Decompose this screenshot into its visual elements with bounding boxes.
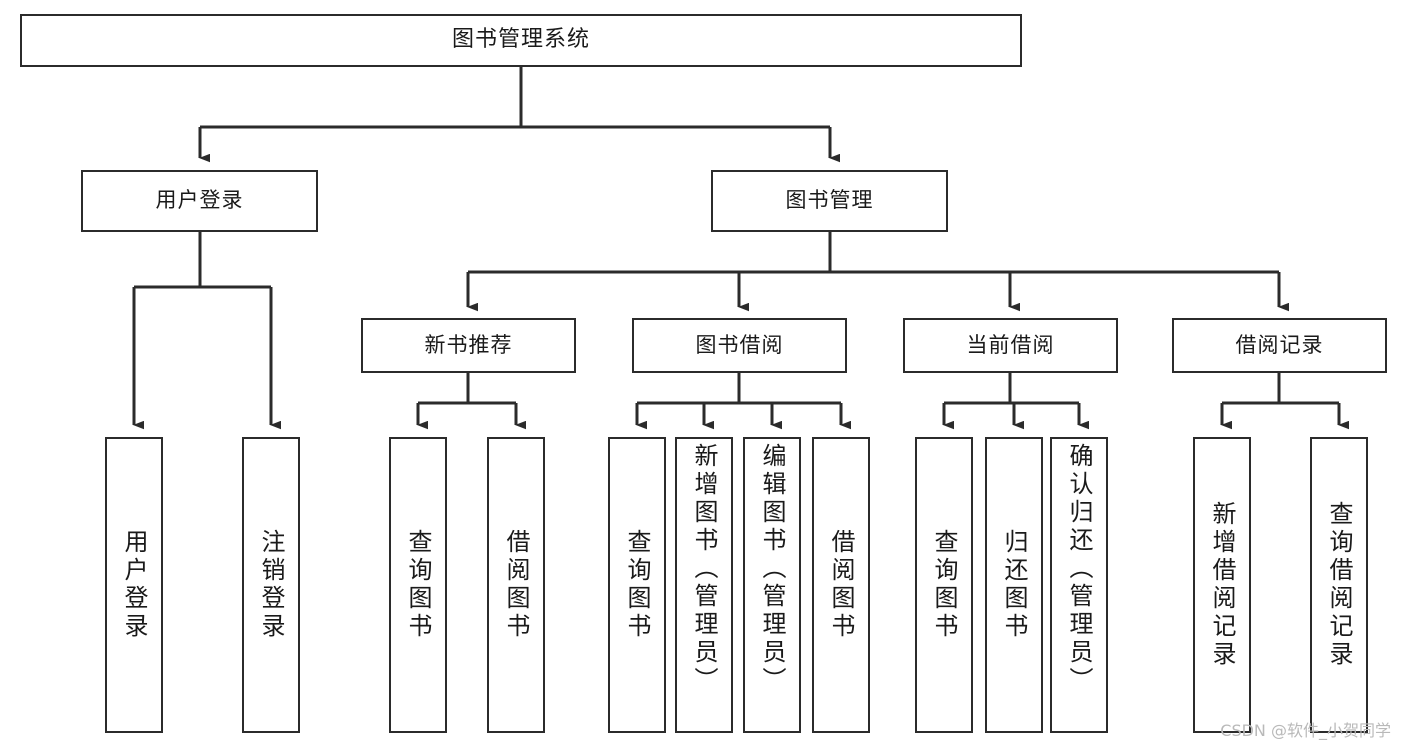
node-book-borrow-label: 图书借阅 (695, 332, 784, 357)
node-root-system-label: 图书管理系统 (451, 27, 590, 53)
node-user-login-label: 用户登录 (155, 188, 244, 213)
node-current-borrow[interactable]: 当前借阅 (903, 318, 1118, 373)
watermark-text: CSDN @软件_小贺同学 (1220, 721, 1391, 740)
node-book-borrow[interactable]: 图书借阅 (632, 318, 847, 373)
leaf-new-book-borrow-label: 借阅图书 (502, 529, 530, 641)
leaf-borrow-edit-book[interactable]: 编辑图书（管理员） (743, 437, 801, 733)
leaf-borrow-borrow-book-label: 借阅图书 (827, 529, 855, 641)
node-root-system[interactable]: 图书管理系统 (20, 14, 1022, 67)
node-new-book-recommend[interactable]: 新书推荐 (361, 318, 576, 373)
node-borrow-record-label: 借阅记录 (1235, 332, 1324, 357)
leaf-record-query-label: 查询借阅记录 (1325, 501, 1353, 669)
leaf-current-query-book-label: 查询图书 (930, 529, 958, 641)
leaf-new-book-query-label: 查询图书 (404, 529, 432, 641)
node-borrow-record[interactable]: 借阅记录 (1172, 318, 1387, 373)
leaf-borrow-add-book[interactable]: 新增图书（管理员） (675, 437, 733, 733)
leaf-user-login-login-label: 用户登录 (120, 529, 148, 641)
node-book-management-label: 图书管理 (785, 188, 874, 213)
leaf-current-confirm-return-label: 确认归还（管理员） (1065, 443, 1093, 695)
leaf-borrow-query-book-label: 查询图书 (623, 529, 651, 641)
leaf-borrow-query-book[interactable]: 查询图书 (608, 437, 666, 733)
leaf-new-book-borrow[interactable]: 借阅图书 (487, 437, 545, 733)
node-current-borrow-label: 当前借阅 (966, 332, 1055, 357)
node-user-login[interactable]: 用户登录 (81, 170, 318, 232)
leaf-record-add[interactable]: 新增借阅记录 (1193, 437, 1251, 733)
leaf-current-query-book[interactable]: 查询图书 (915, 437, 973, 733)
leaf-user-login-logout[interactable]: 注销登录 (242, 437, 300, 733)
leaf-record-add-label: 新增借阅记录 (1208, 501, 1236, 669)
leaf-borrow-borrow-book[interactable]: 借阅图书 (812, 437, 870, 733)
leaf-user-login-logout-label: 注销登录 (257, 529, 285, 641)
leaf-borrow-add-book-label: 新增图书（管理员） (690, 443, 718, 695)
leaf-record-query[interactable]: 查询借阅记录 (1310, 437, 1368, 733)
leaf-current-return-book-label: 归还图书 (1000, 529, 1028, 641)
leaf-borrow-edit-book-label: 编辑图书（管理员） (758, 443, 786, 695)
leaf-new-book-query[interactable]: 查询图书 (389, 437, 447, 733)
node-new-book-recommend-label: 新书推荐 (424, 332, 513, 357)
leaf-user-login-login[interactable]: 用户登录 (105, 437, 163, 733)
leaf-current-confirm-return[interactable]: 确认归还（管理员） (1050, 437, 1108, 733)
node-book-management[interactable]: 图书管理 (711, 170, 948, 232)
leaf-current-return-book[interactable]: 归还图书 (985, 437, 1043, 733)
